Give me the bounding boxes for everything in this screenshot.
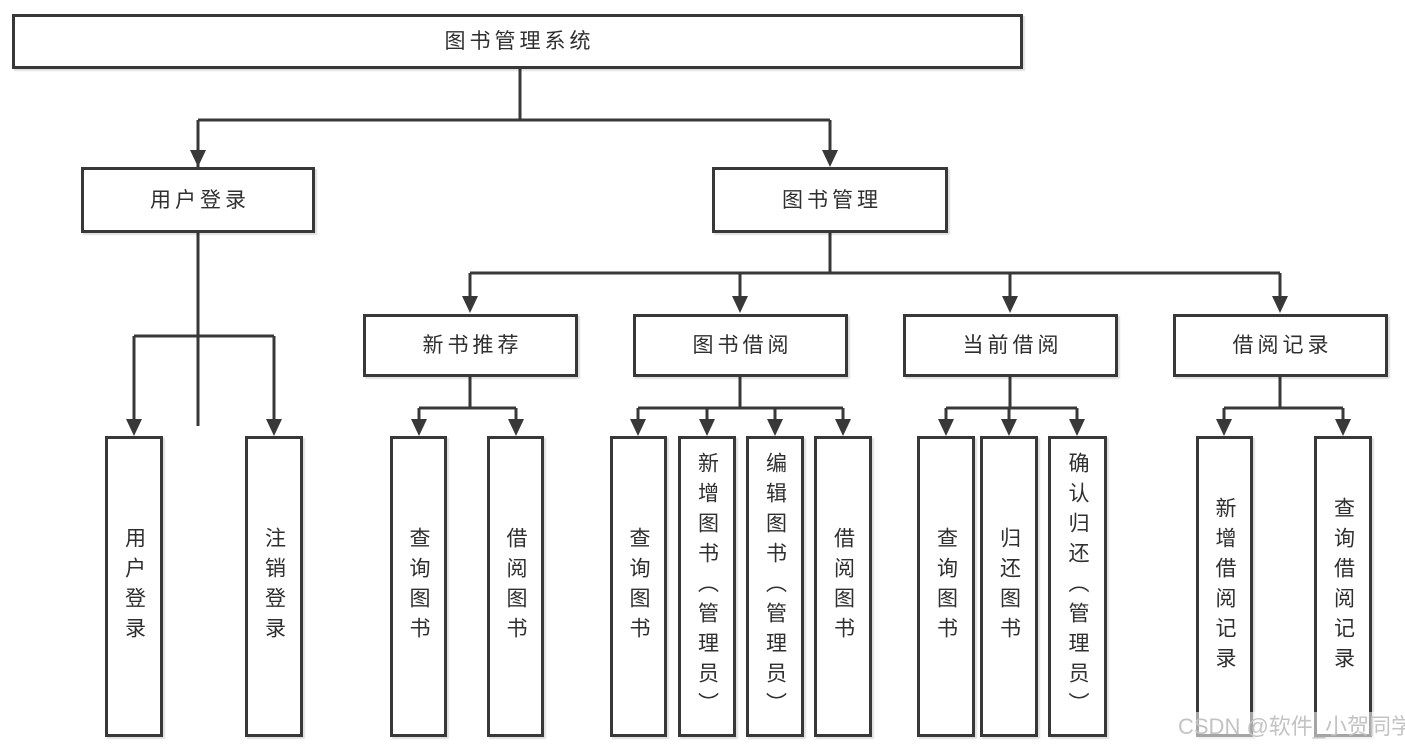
- leaf-query-books-current-label: 查询图书: [934, 526, 958, 647]
- watermark-text: CSDN @软件_小贺同学: [1178, 714, 1405, 739]
- leaf-add-books-admin: 新增图书（管理员）: [678, 436, 736, 737]
- arrow-down-icon: [508, 419, 524, 436]
- node-book-management-label: 图书管理: [782, 188, 882, 212]
- arrow-down-icon: [1335, 419, 1351, 436]
- leaf-edit-books-admin: 编辑图书（管理员）: [746, 436, 804, 737]
- leaf-borrow-books-recommend-label: 借阅图书: [504, 526, 527, 647]
- leaf-return-books: 归还图书: [980, 436, 1038, 737]
- leaf-query-books-recommend: 查询图书: [390, 436, 447, 737]
- leaf-borrow-books-recommend: 借阅图书: [487, 436, 544, 737]
- leaf-return-books-label: 归还图书: [997, 526, 1021, 647]
- leaf-query-books-borrow-label: 查询图书: [627, 526, 650, 647]
- node-user-login: 用户登录: [81, 167, 315, 233]
- leaf-edit-books-admin-label: 编辑图书（管理员）: [763, 451, 787, 722]
- arrow-down-icon: [1216, 419, 1232, 436]
- arrow-down-icon: [1272, 296, 1288, 313]
- arrow-down-icon: [938, 419, 954, 436]
- node-root-system-label: 图书管理系统: [444, 30, 595, 53]
- leaf-add-books-admin-label: 新增图书（管理员）: [695, 451, 719, 722]
- node-borrow-record-label: 借阅记录: [1232, 334, 1333, 357]
- arrow-down-icon: [190, 150, 206, 167]
- leaf-user-login: 用户登录: [105, 436, 163, 737]
- leaf-query-books-borrow: 查询图书: [610, 436, 667, 737]
- arrow-down-icon: [699, 419, 715, 436]
- node-book-management: 图书管理: [712, 167, 948, 233]
- arrow-down-icon: [732, 296, 748, 313]
- node-current-borrow: 当前借阅: [903, 314, 1118, 377]
- arrow-down-icon: [1069, 419, 1085, 436]
- leaf-add-borrow-record-label: 新增借阅记录: [1213, 496, 1236, 677]
- leaf-query-books-recommend-label: 查询图书: [407, 526, 430, 647]
- node-new-book-recommend-label: 新书推荐: [422, 334, 523, 357]
- node-new-book-recommend: 新书推荐: [363, 314, 578, 377]
- leaf-borrow-books: 借阅图书: [814, 436, 872, 737]
- arrow-down-icon: [1002, 296, 1018, 313]
- leaf-borrow-books-label: 借阅图书: [831, 526, 855, 647]
- arrow-down-icon: [630, 419, 646, 436]
- node-root-system: 图书管理系统: [12, 14, 1023, 69]
- arrow-down-icon: [126, 419, 142, 436]
- leaf-confirm-return-admin-label: 确认归还（管理员）: [1066, 451, 1089, 722]
- node-book-borrow: 图书借阅: [633, 314, 848, 377]
- leaf-add-borrow-record: 新增借阅记录: [1196, 436, 1253, 737]
- arrow-down-icon: [767, 419, 783, 436]
- arrow-down-icon: [1001, 419, 1017, 436]
- leaf-logout-label: 注销登录: [262, 526, 286, 647]
- node-current-borrow-label: 当前借阅: [962, 334, 1063, 357]
- leaf-logout: 注销登录: [245, 436, 303, 737]
- leaf-user-login-label: 用户登录: [122, 526, 146, 647]
- leaf-query-books-current: 查询图书: [917, 436, 975, 737]
- watermark: CSDN @软件_小贺同学: [1178, 712, 1405, 744]
- arrow-down-icon: [411, 419, 427, 436]
- node-user-login-label: 用户登录: [150, 188, 250, 212]
- leaf-query-borrow-record-label: 查询借阅记录: [1331, 496, 1355, 677]
- arrow-down-icon: [835, 419, 851, 436]
- arrow-down-icon: [266, 419, 282, 436]
- leaf-query-borrow-record: 查询借阅记录: [1314, 436, 1372, 737]
- arrow-down-icon: [822, 150, 838, 167]
- node-book-borrow-label: 图书借阅: [692, 334, 793, 357]
- arrow-down-icon: [462, 296, 478, 313]
- leaf-confirm-return-admin: 确认归还（管理员）: [1048, 436, 1107, 737]
- node-borrow-record: 借阅记录: [1173, 314, 1388, 377]
